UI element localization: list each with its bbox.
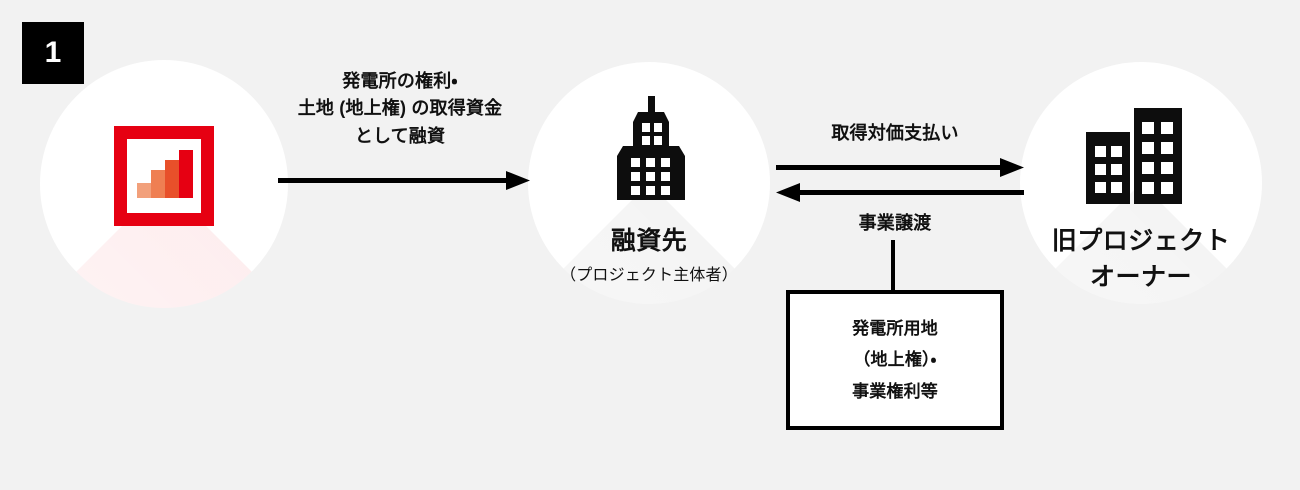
office-buildings-icon [1086,108,1182,204]
node-borrower-label: 融資先 （プロジェクト主体者） [519,225,779,286]
node-borrower-subtitle: （プロジェクト主体者） [560,267,738,284]
edge-payment-label: 取得対価支払い [770,120,1020,147]
connector-transfer-to-asset-box [891,240,895,292]
arrow-payment-right [776,155,1024,181]
growth-chart-icon [114,126,214,226]
edge-loan-label: 発電所の権利・ 土地 (地上権) の取得資金 として融資 [265,68,535,150]
arrow-transfer-left [776,180,1024,206]
node-owner-label: 旧プロジェクト オーナー [1011,223,1271,296]
arrow-loan-right [278,168,530,194]
asset-box-text: 発電所用地 （地上権）・ 事業権利等 [852,313,938,407]
edge-loan-line2: 土地 (地上権) の取得資金 [297,98,503,119]
edge-transfer-label: 事業譲渡 [770,210,1020,237]
edge-transfer-text: 事業譲渡 [858,213,932,233]
edge-loan-line1: 発電所の権利・ [342,71,458,91]
asset-box-line2: （地上権）・ [853,350,937,370]
node-owner-title-line1: 旧プロジェクト [1051,227,1231,255]
edge-payment-text: 取得対価支払い [831,123,959,143]
asset-box: 発電所用地 （地上権）・ 事業権利等 [786,290,1004,430]
edge-loan-line3: として融資 [354,125,446,146]
step-number-badge: 1 [22,22,84,84]
node-owner-title-line2: オーナー [1089,263,1192,292]
node-borrower-title: 融資先 [610,227,688,255]
step-number-label: 1 [44,36,62,69]
office-tower-icon [605,96,697,200]
asset-box-line1: 発電所用地 [852,318,938,338]
asset-box-line3: 事業権利等 [852,381,938,401]
